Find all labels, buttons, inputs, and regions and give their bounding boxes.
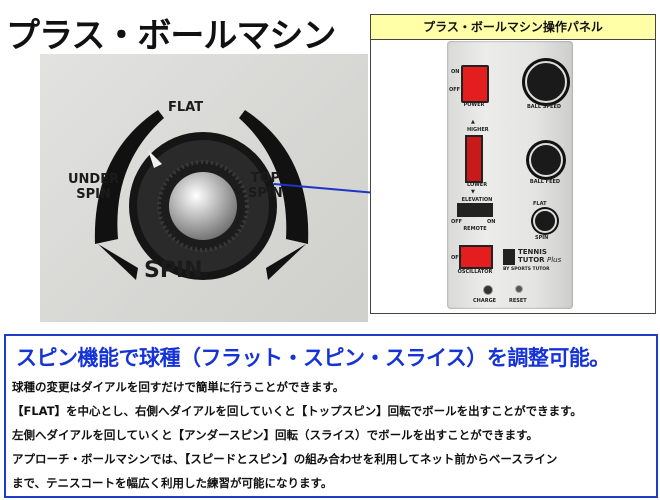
- reset-button[interactable]: [515, 285, 523, 293]
- brand-line2: TUTOR: [518, 256, 545, 264]
- ball-speed-label: BALL SPEED: [526, 104, 562, 110]
- ball-speed-dial[interactable]: [525, 61, 567, 103]
- charge-port[interactable]: [483, 285, 493, 295]
- lower-label: LOWER: [467, 182, 488, 188]
- elevation-switch[interactable]: [465, 135, 483, 183]
- ball-feed-label: BALL FEED: [529, 179, 561, 185]
- higher-label: HIGHER: [467, 127, 489, 133]
- elevation-down-icon: ▼: [471, 189, 475, 195]
- label-spin: SPIN: [144, 258, 203, 283]
- panel-flat-label: FLAT: [533, 201, 547, 207]
- info-line-3: 左側へダイアルを回していくと【アンダースピン】回転（スライス）でボールを出すこと…: [12, 428, 539, 442]
- brand-plus: Plus: [547, 256, 562, 264]
- spin-dial[interactable]: [533, 209, 557, 233]
- info-line-2: 【FLAT】を中心とし、右側へダイアルを回していくと【トップスピン】回転でボール…: [12, 404, 582, 418]
- oscillator-label: OSCILLATOR: [457, 269, 493, 275]
- remote-label: REMOTE: [463, 226, 487, 232]
- info-box: スピン機能で球種（フラット・スピン・スライス）を調整可能。 球種の変更はダイアル…: [4, 334, 658, 498]
- control-panel-frame: プラス・ボールマシン操作パネル ON OFF POWER BALL SPEED …: [370, 14, 656, 314]
- panel-spin-label: SPIN: [535, 235, 549, 241]
- info-line-1: 球種の変更はダイアルを回すだけで簡単に行うことができます。: [12, 380, 345, 394]
- remote-off-label: OFF: [451, 219, 463, 225]
- power-off-label: OFF: [449, 87, 461, 93]
- left-arc-marker: [94, 110, 164, 244]
- right-wedge: [266, 244, 306, 280]
- label-flat: FLAT: [168, 100, 204, 115]
- osc-off-label: OFF: [451, 255, 463, 261]
- power-switch[interactable]: [461, 65, 489, 103]
- ball-feed-dial[interactable]: [529, 143, 563, 177]
- power-on-label: ON: [451, 69, 460, 75]
- page-title: プラス・ボールマシン: [6, 16, 336, 56]
- brand-line1: TENNIS: [518, 248, 547, 256]
- remote-on-label: ON: [487, 219, 496, 225]
- knob-pointer: [148, 150, 162, 168]
- remote-switch[interactable]: [457, 203, 493, 217]
- reset-label: RESET: [509, 298, 527, 304]
- power-label: POWER: [463, 102, 485, 108]
- elevation-label: ELEVATION: [461, 197, 493, 203]
- left-wedge: [98, 244, 138, 280]
- info-heading: スピン機能で球種（フラット・スピン・スライス）を調整可能。: [16, 346, 610, 370]
- brand-logo: TENNIS TUTOR Plus BY SPORTS TUTOR: [503, 247, 565, 275]
- elevation-up-icon: ▲: [471, 119, 475, 125]
- brand-sub: BY SPORTS TUTOR: [503, 267, 550, 272]
- brand-logo-mark: [503, 249, 515, 265]
- info-line-5: まで、テニスコートを幅広く利用した練習が可能になります。: [12, 476, 333, 490]
- spin-dial-graphic: [94, 110, 309, 280]
- panel-header: プラス・ボールマシン操作パネル: [371, 15, 655, 40]
- oscillator-switch[interactable]: [459, 245, 493, 269]
- knob-cap: [169, 172, 237, 240]
- right-arc-marker: [239, 110, 309, 244]
- control-panel: ON OFF POWER BALL SPEED ▲ HIGHER LOWER ▼…: [447, 41, 573, 309]
- info-line-4: アプローチ・ボールマシンでは、【スピードとスピン】の組み合わせを利用してネット前…: [12, 452, 558, 466]
- charge-label: CHARGE: [473, 298, 497, 304]
